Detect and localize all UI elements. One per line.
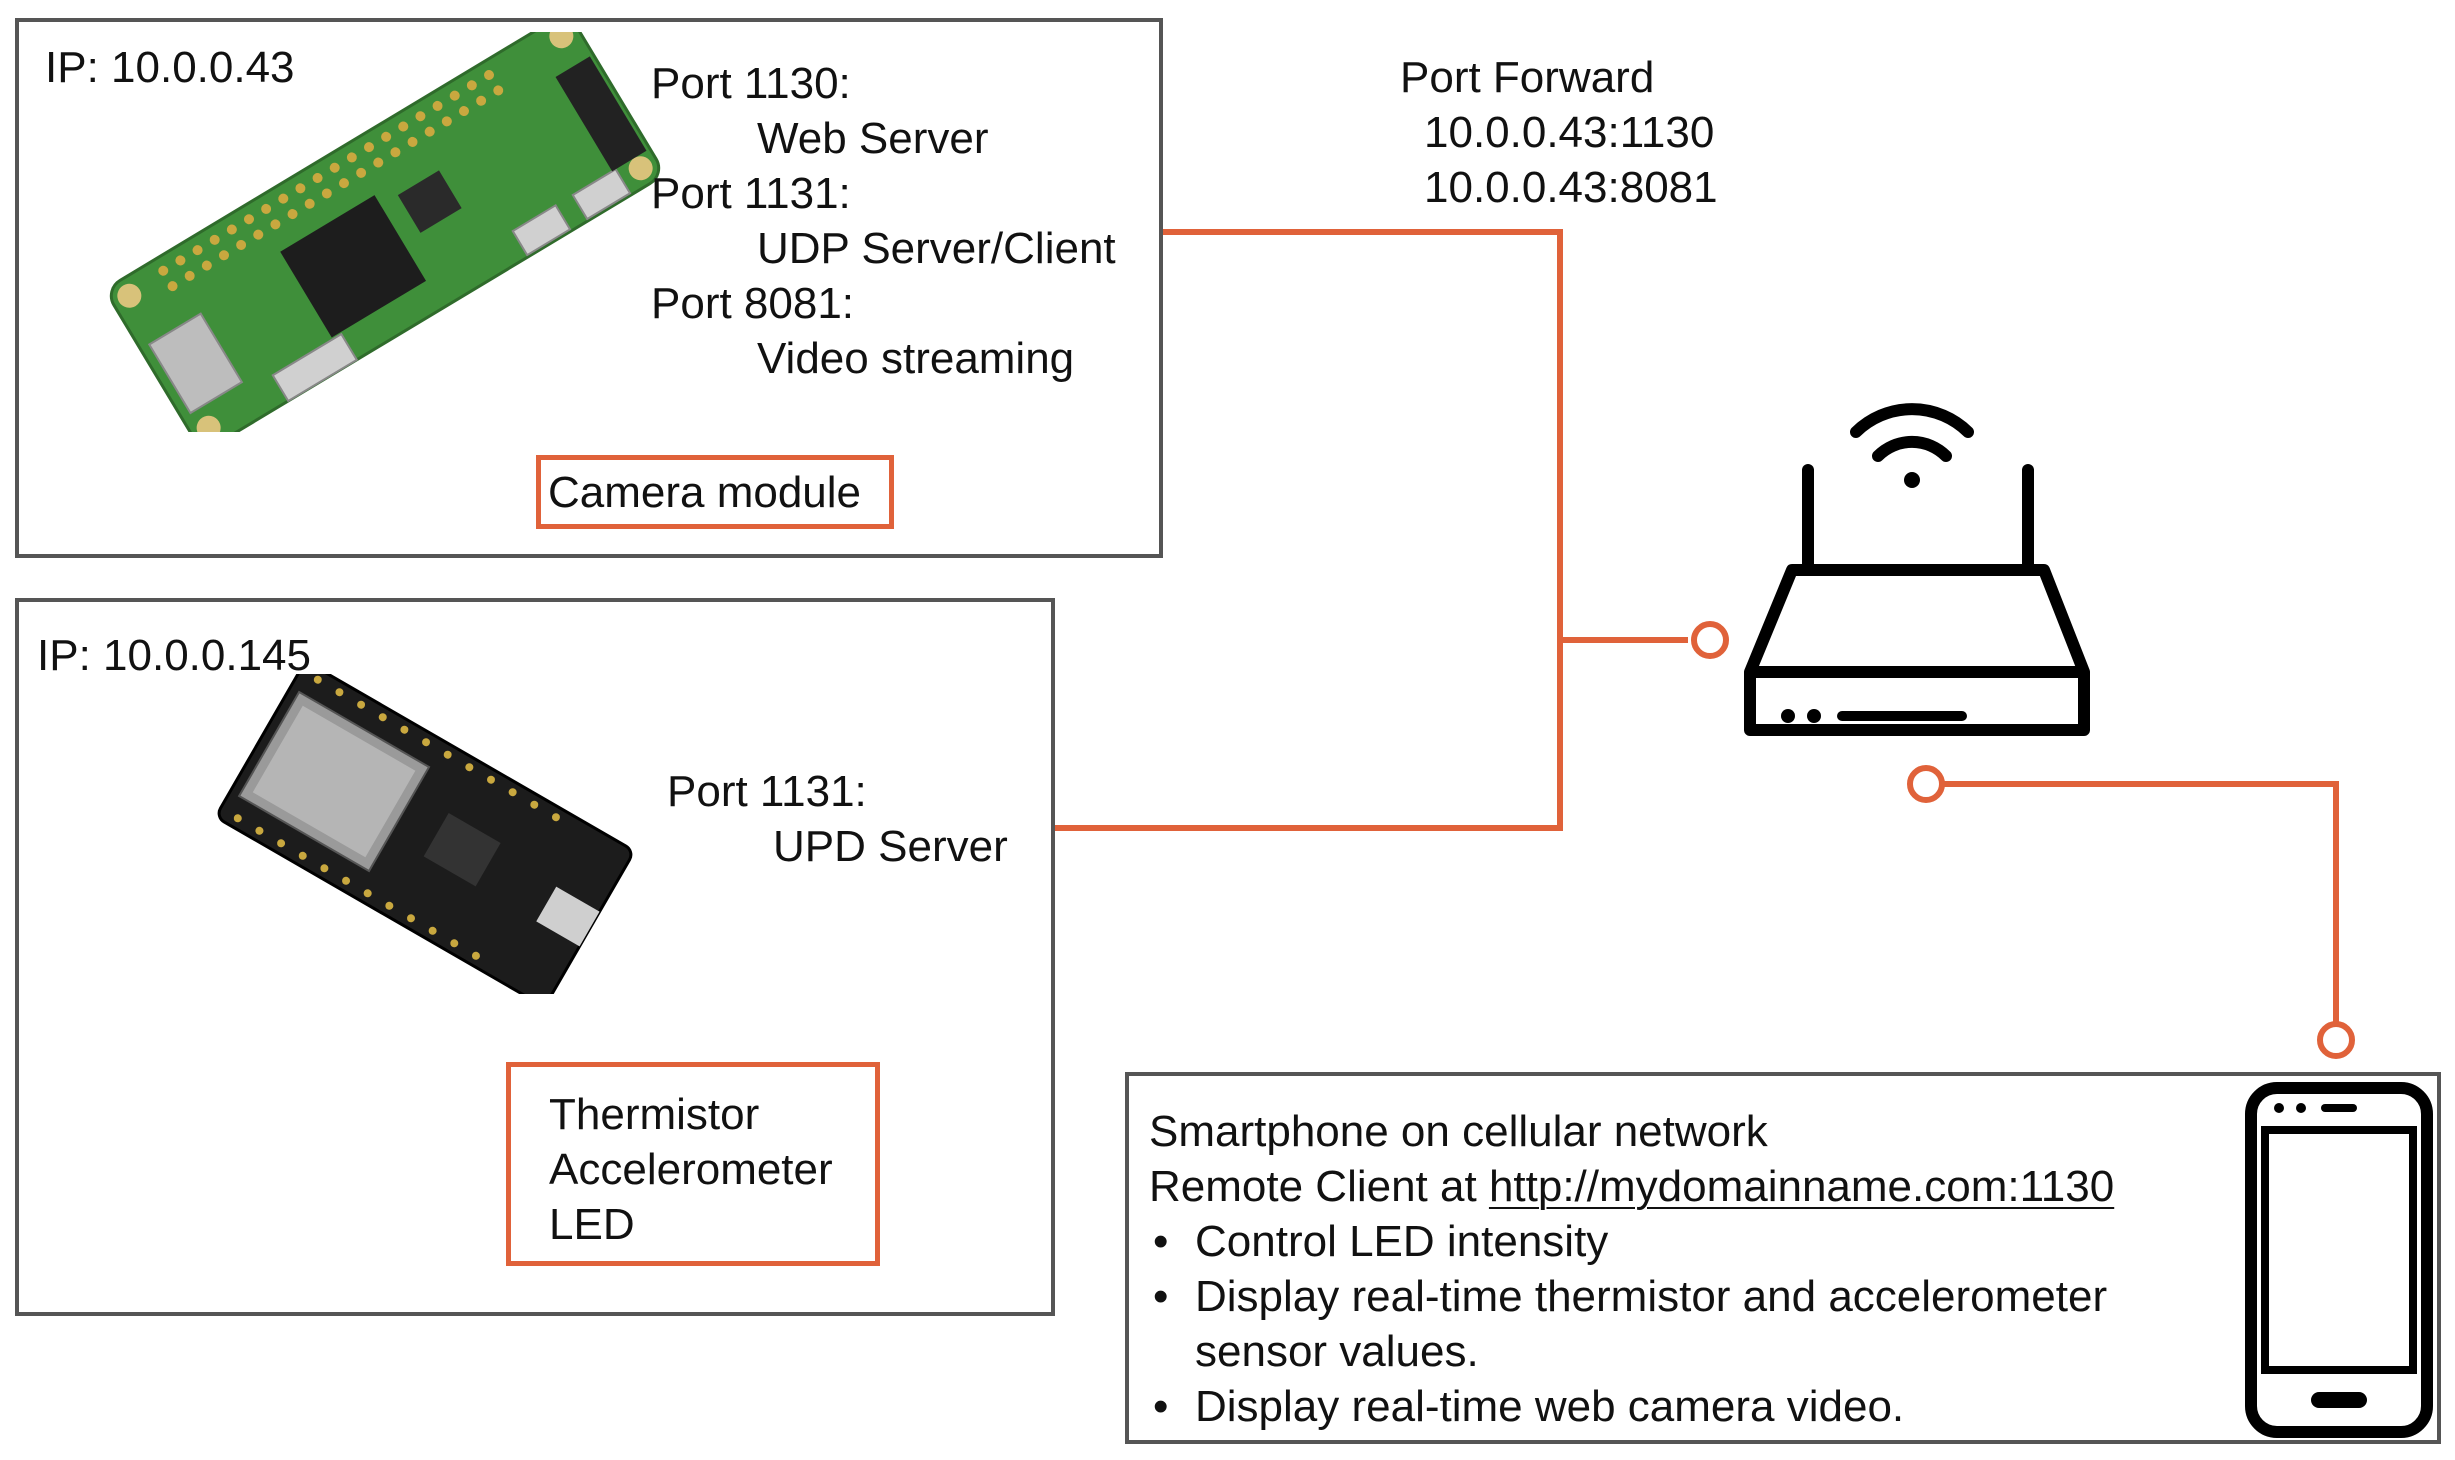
smartphone-box: Smartphone on cellular network Remote Cl… — [1125, 1072, 2441, 1444]
sensor-led: LED — [549, 1200, 635, 1249]
router-icon — [1744, 403, 2090, 736]
feature-sensor-display: Display real-time thermistor and acceler… — [1149, 1269, 2189, 1379]
esp-port-1131: Port 1131: — [667, 767, 867, 816]
esp-ip-label: IP: 10.0.0.145 — [37, 631, 311, 680]
pi-port-1131: Port 1131: — [651, 169, 851, 218]
camera-module-box: Camera module — [536, 455, 894, 529]
router-port-connector — [1691, 621, 1729, 659]
phone-line-2: Remote Client at http://mydomainname.com… — [1149, 1159, 2114, 1214]
pi-esp-to-router-line — [1050, 229, 1563, 831]
feature-led-control: Control LED intensity — [1149, 1214, 2189, 1269]
phone-connector — [2317, 1021, 2355, 1059]
remote-client-url-link[interactable]: http://mydomainname.com:1130 — [1488, 1162, 2115, 1211]
phone-feature-list: Control LED intensity Display real-time … — [1149, 1214, 2189, 1434]
feature-video-display: Display real-time web camera video. — [1149, 1379, 2189, 1434]
esp32-board-image — [217, 674, 633, 994]
router-to-phone-line — [1920, 781, 2339, 1026]
pi-service-web-server: Web Server — [757, 114, 989, 163]
esp-service-upd: UPD Server — [773, 822, 1008, 871]
sensors-box: Thermistor Accelerometer LED — [506, 1062, 880, 1266]
port-forward-title: Port Forward — [1400, 53, 1655, 102]
pi-port-8081: Port 8081: — [651, 279, 855, 328]
sensor-thermistor: Thermistor — [549, 1090, 760, 1139]
pi-service-udp: UDP Server/Client — [757, 224, 1116, 273]
esp32-box: IP: 10.0.0.145 Port 1131: UPD Server — [15, 598, 1055, 1316]
sensor-accelerometer: Accelerometer — [549, 1145, 833, 1194]
camera-module-label: Camera module — [548, 468, 862, 517]
pi-ip-label: IP: 10.0.0.43 — [45, 43, 295, 92]
port-forward-rule-2: 10.0.0.43:8081 — [1424, 163, 1718, 212]
pi-port-1130: Port 1130: — [651, 59, 851, 108]
remote-client-prefix: Remote Client at — [1149, 1162, 1489, 1211]
pi-service-video: Video streaming — [757, 334, 1075, 383]
router-output-connector — [1907, 765, 1945, 803]
phone-line-1: Smartphone on cellular network — [1149, 1107, 1768, 1156]
raspberry-pi-board-image — [109, 32, 661, 432]
smartphone-icon — [2245, 1082, 2433, 1438]
port-forward-rule-1: 10.0.0.43:1130 — [1424, 108, 1715, 157]
